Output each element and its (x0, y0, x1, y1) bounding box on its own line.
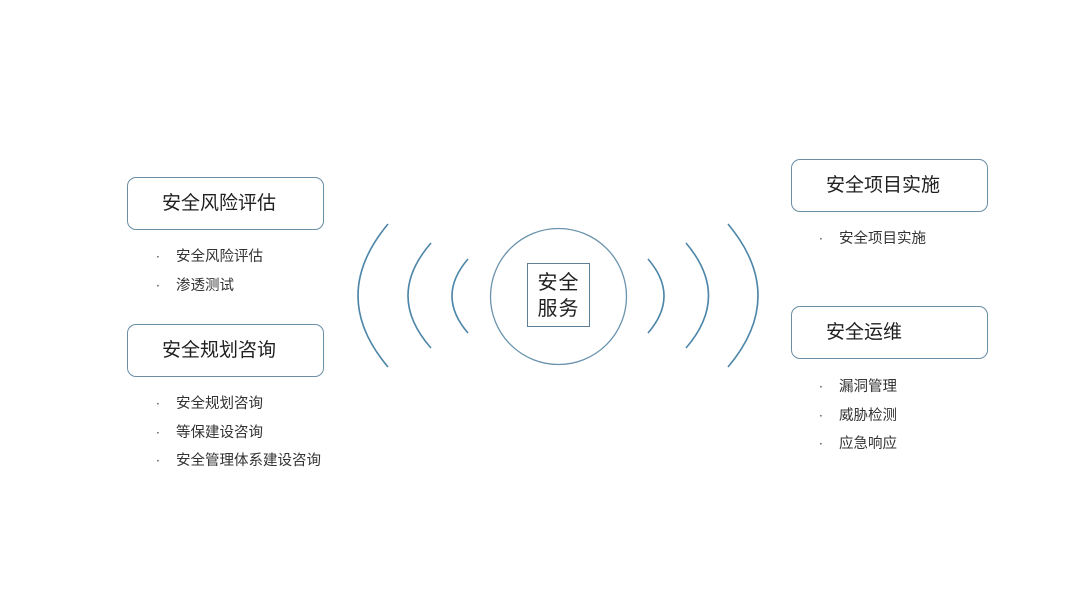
planning-consulting-box: 安全规划咨询 (127, 324, 324, 377)
bullet-icon: · (819, 408, 823, 423)
bullet-icon: · (156, 250, 160, 264)
right-arc-inner (647, 258, 665, 334)
risk-assessment-title: 安全风险评估 (162, 192, 277, 214)
list-item: ·应急响应 (819, 430, 897, 459)
bullet-icon: · (156, 397, 160, 411)
project-implementation-title: 安全项目实施 (826, 174, 941, 196)
right-arc-middle (685, 242, 710, 349)
list-item: ·安全规划咨询 (156, 390, 321, 419)
planning-consulting-title: 安全规划咨询 (162, 339, 277, 361)
bullet-icon: · (156, 278, 160, 293)
center-label-line2: 服务 (537, 296, 580, 320)
risk-assessment-list: ·安全风险评估 ·渗透测试 (156, 243, 263, 300)
left-arc-inner (451, 258, 469, 334)
operations-title: 安全运维 (826, 321, 903, 343)
list-item: ·渗透测试 (156, 272, 263, 301)
list-item: ·等保建设咨询 (156, 419, 321, 448)
list-item: ·威胁检测 (819, 402, 897, 431)
bullet-icon: · (156, 425, 160, 440)
center-label-line1: 安全 (537, 270, 580, 294)
list-item: ·漏洞管理 (819, 373, 897, 402)
operations-list: ·漏洞管理 ·威胁检测 ·应急响应 (819, 373, 897, 459)
operations-box: 安全运维 (791, 306, 988, 359)
project-implementation-list: ·安全项目实施 (819, 225, 926, 254)
bullet-icon: · (819, 232, 823, 246)
list-item: ·安全管理体系建设咨询 (156, 447, 321, 476)
project-implementation-box: 安全项目实施 (791, 159, 988, 212)
planning-consulting-list: ·安全规划咨询 ·等保建设咨询 ·安全管理体系建设咨询 (156, 390, 321, 476)
risk-assessment-box: 安全风险评估 (127, 177, 324, 230)
left-arc-outer (357, 223, 389, 368)
list-item: ·安全风险评估 (156, 243, 263, 272)
center-circle (489, 227, 628, 366)
left-arc-middle (407, 242, 432, 349)
bullet-icon: · (819, 437, 823, 451)
list-item: ·安全项目实施 (819, 225, 926, 254)
right-arc-outer (727, 223, 759, 368)
center-label-box: 安全 服务 (527, 263, 590, 327)
bullet-icon: · (819, 380, 823, 394)
bullet-icon: · (156, 454, 160, 468)
